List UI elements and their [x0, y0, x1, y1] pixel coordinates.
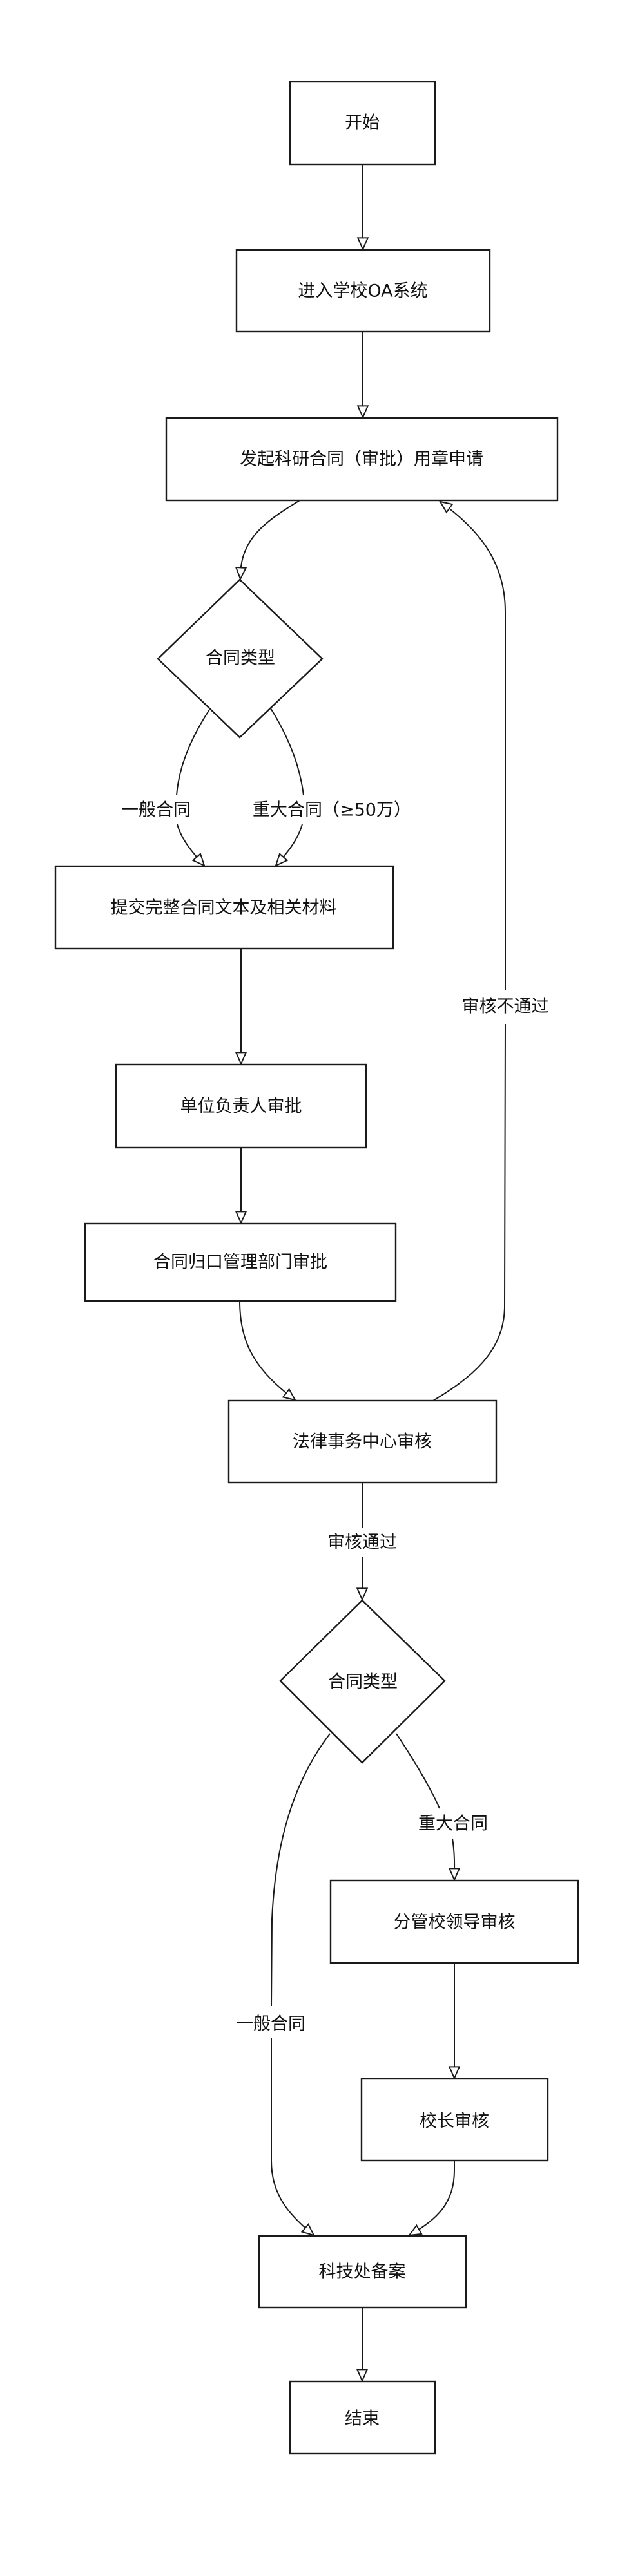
edge-decision-1-general-tail — [177, 824, 204, 866]
node-decision-2-label: 合同类型 — [328, 1672, 398, 1692]
node-president-review: 校长审核 — [360, 2078, 549, 2162]
node-decision-1-label: 合同类型 — [206, 649, 275, 668]
node-dept-approval-label: 合同归口管理部门审批 — [153, 1253, 327, 1273]
edge-labels: 一般合同 重大合同（≥50万） 审核不通过 审核通过 重大合同 一般合同 — [121, 800, 549, 2034]
node-start-label: 开始 — [345, 113, 380, 133]
node-leader-review: 分管校领导审核 — [329, 1879, 579, 1964]
node-legal-review: 法律事务中心审核 — [227, 1399, 498, 1484]
node-submit-materials-label: 提交完整合同文本及相关材料 — [111, 898, 337, 918]
node-filing: 科技处备案 — [258, 2235, 467, 2309]
edge-label-general-2: 一般合同 — [236, 2014, 305, 2034]
node-initiate-label: 发起科研合同（审批）用章申请 — [240, 450, 483, 469]
edge-label-major-2: 重大合同 — [418, 1814, 488, 1834]
edge-decision-1-major — [270, 708, 304, 796]
node-enter-oa: 进入学校OA系统 — [235, 249, 491, 333]
edge-decision-1-major-tail — [276, 824, 303, 866]
node-decision-1: 合同类型 — [157, 578, 324, 739]
node-submit-materials: 提交完整合同文本及相关材料 — [54, 865, 394, 950]
node-start: 开始 — [289, 80, 436, 166]
edge-decision-2-general-lower — [271, 2038, 314, 2235]
edge-legal-rejected-upper — [440, 502, 506, 990]
node-decision-2: 合同类型 — [279, 1599, 446, 1764]
node-leader-review-label: 分管校领导审核 — [394, 1913, 516, 1933]
node-unit-head-label: 单位负责人审批 — [180, 1097, 302, 1117]
edge-decision-2-general-upper — [271, 1733, 331, 2007]
node-filing-label: 科技处备案 — [319, 2262, 406, 2282]
edges — [176, 164, 506, 2381]
edge-legal-rejected-lower — [432, 1023, 506, 1401]
node-end: 结束 — [289, 2380, 436, 2455]
node-end-label: 结束 — [345, 2409, 380, 2429]
node-president-review-label: 校长审核 — [420, 2112, 489, 2132]
node-unit-head: 单位负责人审批 — [115, 1063, 367, 1149]
edge-label-general-1: 一般合同 — [121, 800, 191, 820]
edge-initiate-to-decision-1 — [240, 500, 300, 579]
node-legal-review-label: 法律事务中心审核 — [293, 1432, 432, 1452]
edge-decision-2-major — [396, 1733, 440, 1809]
edge-dept-to-legal — [239, 1300, 295, 1400]
edge-decision-1-general — [176, 709, 210, 796]
edge-decision-2-major-tail — [452, 1838, 454, 1880]
edge-president-to-filing — [409, 2161, 455, 2235]
node-enter-oa-label: 进入学校OA系统 — [298, 281, 427, 301]
node-dept-approval: 合同归口管理部门审批 — [84, 1222, 397, 1302]
node-initiate: 发起科研合同（审批）用章申请 — [165, 417, 559, 502]
edge-label-rejected: 审核不通过 — [462, 997, 549, 1017]
edge-label-approved: 审核通过 — [327, 1533, 397, 1553]
edge-label-major-1: 重大合同（≥50万） — [253, 800, 411, 820]
